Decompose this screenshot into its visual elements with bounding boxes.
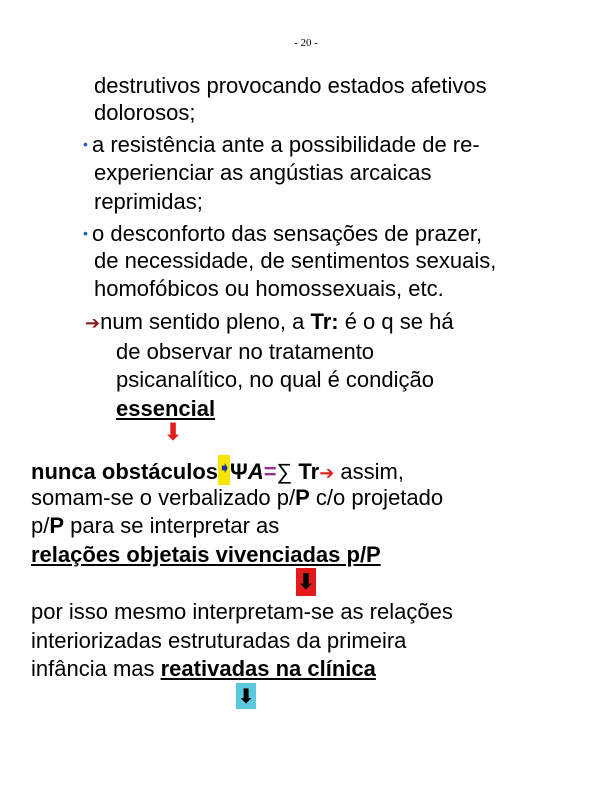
bold-phrase: nunca obstáculos — [31, 459, 219, 484]
text-line: somam-se o verbalizado p/P c/o projetado — [31, 485, 444, 510]
right-arrow-icon: ➔ — [85, 313, 101, 333]
text-line: a resistência ante a possibilidade de re… — [92, 132, 480, 157]
text-line: psicanalítico, no qual é condição — [116, 367, 434, 392]
highlight-arrow-icon: ➧ — [218, 455, 231, 485]
text-line: experienciar as angústias arcaicas — [94, 160, 432, 185]
bullet-icon: • — [83, 136, 88, 152]
emphasis-relacoes: relações objetais vivenciadas p/P — [31, 542, 381, 567]
arrow-item: ➔num sentido pleno, a Tr: é o q se há — [85, 309, 454, 336]
down-arrow-icon: ⬇ — [296, 568, 316, 596]
formula-line: nunca obstáculos➧ΨA=∑ Tr➔ assim, — [31, 455, 404, 486]
text-line: homofóbicos ou homossexuais, etc. — [94, 276, 444, 301]
bold-term: Tr — [298, 459, 320, 484]
bullet-icon: • — [83, 225, 88, 241]
emphasis-essencial: essencial — [116, 396, 216, 421]
down-arrow-icon: ⬇ — [163, 419, 184, 446]
symbol-a: A — [247, 459, 264, 484]
psi-symbol: Ψ — [230, 459, 248, 484]
text-line: dolorosos; — [94, 100, 196, 125]
text-line: num sentido pleno, a — [100, 309, 311, 334]
text-line: reprimidas; — [94, 189, 203, 214]
text-line: de observar no tratamento — [116, 339, 375, 364]
page-number: - 20 - — [294, 37, 318, 49]
text-line: por isso mesmo interpretam-se as relaçõe… — [31, 599, 453, 624]
bullet-item: •a resistência ante a possibilidade de r… — [83, 131, 480, 158]
sum-symbol: ∑ — [276, 459, 299, 484]
bold-term: Tr: — [310, 309, 339, 334]
text-line: é o q se há — [338, 309, 454, 334]
down-arrow-icon: ⬇ — [236, 683, 256, 709]
emphasis-reativadas: reativadas na clínica — [160, 656, 376, 681]
text-line: o desconforto das sensações de prazer, — [92, 221, 483, 246]
bullet-item: •o desconforto das sensações de prazer, — [83, 220, 482, 247]
text-line: assim, — [334, 459, 404, 484]
text-line: p/P para se interpretar as — [31, 513, 280, 538]
text-line: destrutivos provocando estados afetivos — [94, 73, 487, 98]
right-arrow-icon: ➔ — [319, 463, 335, 483]
bold-p: P — [49, 513, 65, 538]
bold-p: P — [295, 485, 310, 510]
text-line: de necessidade, de sentimentos sexuais, — [94, 248, 497, 273]
equals-sign: = — [263, 459, 277, 484]
text-line: interiorizadas estruturadas da primeira — [31, 628, 407, 653]
text-line: infância mas reativadas na clínica — [31, 656, 376, 681]
